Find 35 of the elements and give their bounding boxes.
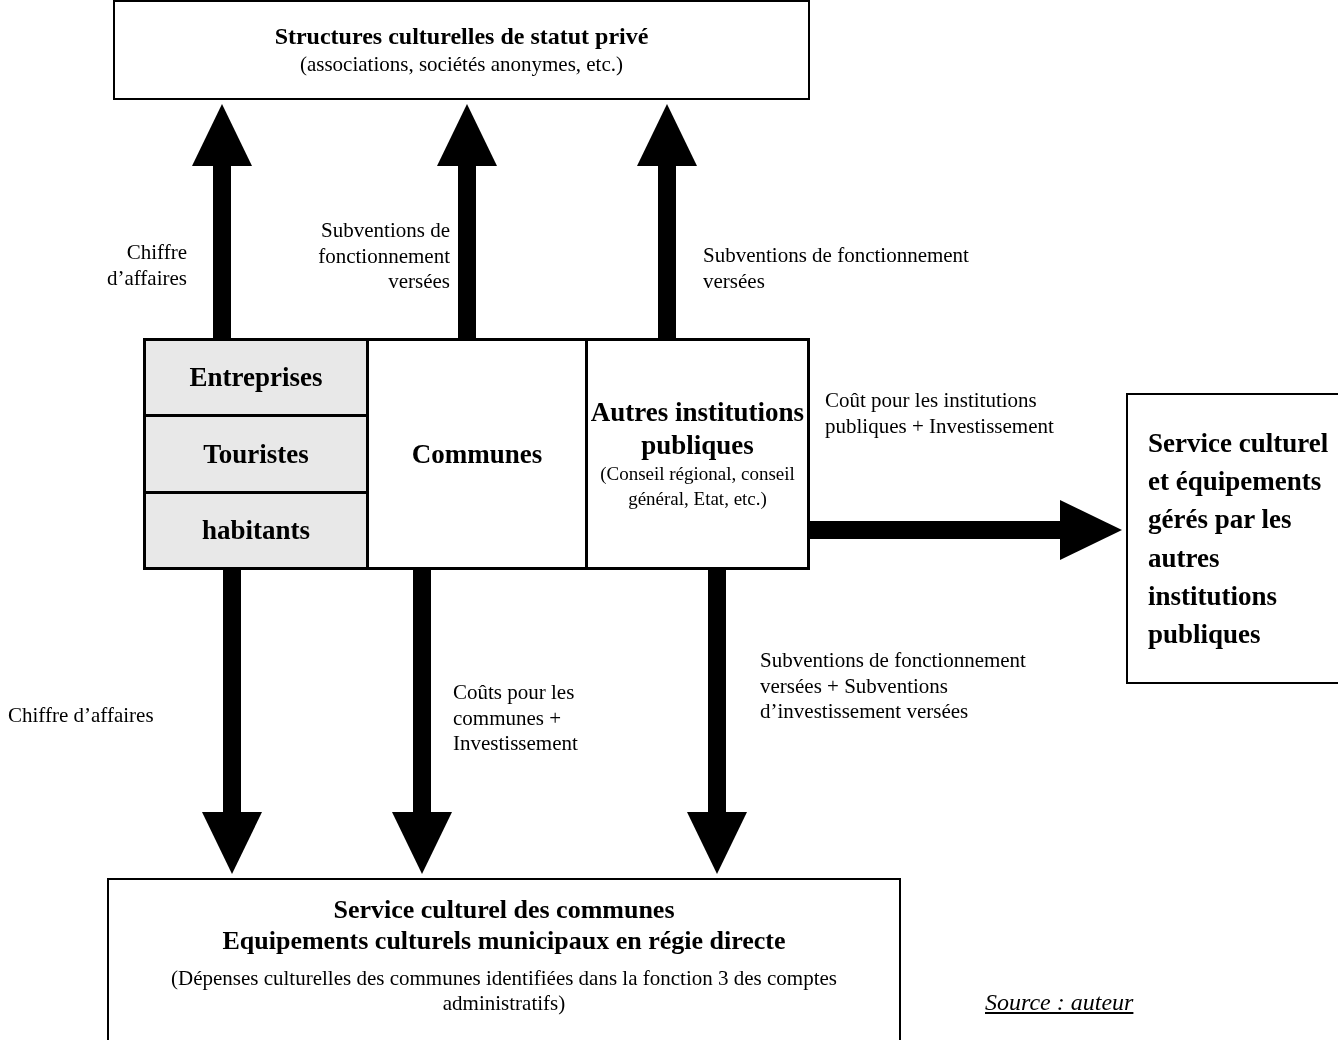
private-structures-box: [113, 0, 810, 100]
managed-services-box: [1126, 393, 1338, 684]
note-text: (Conseil régional, conseil général, Etat, etc.): [599, 462, 796, 511]
flow-arrow: [192, 104, 252, 338]
flow-arrow: [392, 570, 452, 874]
note-text: (Dépenses culturelles des communes identifiées dans la fonction 3 des comptes administratifs): [170, 966, 838, 1015]
flow-arrow: [687, 570, 747, 874]
actor-box: [143, 338, 369, 417]
edge-label: Subventions de fonctionnement versées + Subventions d’investissement versées: [760, 648, 1027, 725]
actor-box: [366, 338, 588, 570]
institutions-box: [585, 338, 810, 570]
edge-label: Chiffre d’affaires: [8, 703, 155, 729]
heading: Service culturel et équipements gérés par les autres institutions publiques: [1148, 426, 1330, 652]
edge-label: Chiffre d’affaires: [105, 240, 187, 292]
edge-label: Coût pour les institutions publiques + Investissement: [825, 388, 1055, 440]
actor-box: [143, 491, 369, 570]
heading: Autres institutions publiques: [589, 396, 806, 463]
flow-arrow: [202, 570, 262, 874]
flow-arrow: [437, 104, 497, 338]
actor-box: [143, 414, 369, 494]
municipal-services-box: [107, 878, 901, 1040]
heading: Equipements culturels municipaux en régie directe: [222, 925, 786, 957]
edge-label: Subventions de fonctionnement versées: [703, 243, 970, 295]
edge-label: Coûts pour les communes + Investissement: [453, 680, 579, 757]
note-text: (associations, sociétés anonymes, etc.): [299, 50, 624, 78]
heading: Entreprises: [189, 361, 323, 394]
heading: Communes: [411, 437, 543, 471]
heading: habitants: [201, 514, 310, 547]
heading: Touristes: [203, 437, 309, 471]
source-note: Source : auteur: [985, 988, 1134, 1017]
heading: Service culturel des communes: [333, 894, 675, 926]
heading: Structures culturelles de statut privé: [274, 21, 649, 51]
flow-arrow: [810, 500, 1122, 560]
edge-label: Subventions de fonctionnement versées: [317, 218, 450, 295]
flow-arrow: [637, 104, 697, 338]
